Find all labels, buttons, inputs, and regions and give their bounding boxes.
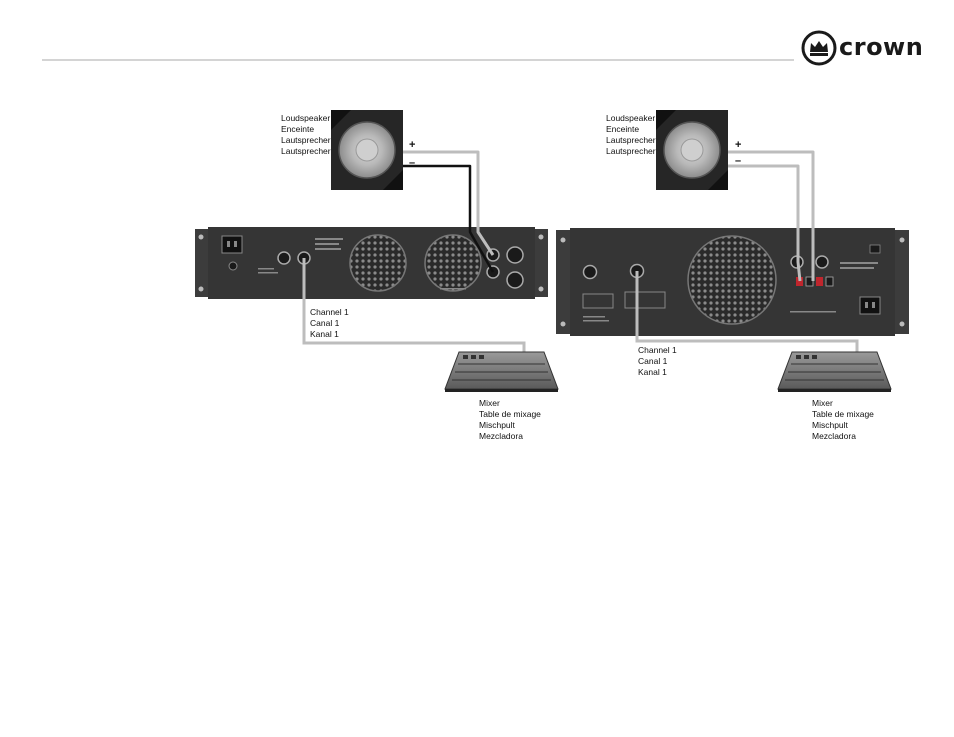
amplifier-left-panel	[195, 227, 548, 299]
amplifier-right-panel	[556, 228, 909, 336]
loudspeaker-left	[331, 110, 403, 190]
loudspeaker-right	[656, 110, 728, 190]
polarity-minus-left: –	[409, 158, 415, 169]
polarity-plus-left: +	[409, 140, 415, 151]
mixer-right	[778, 352, 891, 392]
speaker-label-left: Loudspeaker Enceinte Lautsprecher Lautsp…	[281, 113, 331, 157]
channel-label-left: Channel 1 Canal 1 Kanal 1	[310, 307, 349, 340]
polarity-minus-right: –	[735, 156, 741, 167]
mixer-left	[445, 352, 558, 392]
speaker-label-right: Loudspeaker Enceinte Lautsprecher Lautsp…	[606, 113, 656, 157]
channel-label-right: Channel 1 Canal 1 Kanal 1	[638, 345, 677, 378]
polarity-plus-right: +	[735, 140, 741, 151]
mixer-label-left: Mixer Table de mixage Mischpult Mezclado…	[479, 398, 541, 442]
mixer-label-right: Mixer Table de mixage Mischpult Mezclado…	[812, 398, 874, 442]
